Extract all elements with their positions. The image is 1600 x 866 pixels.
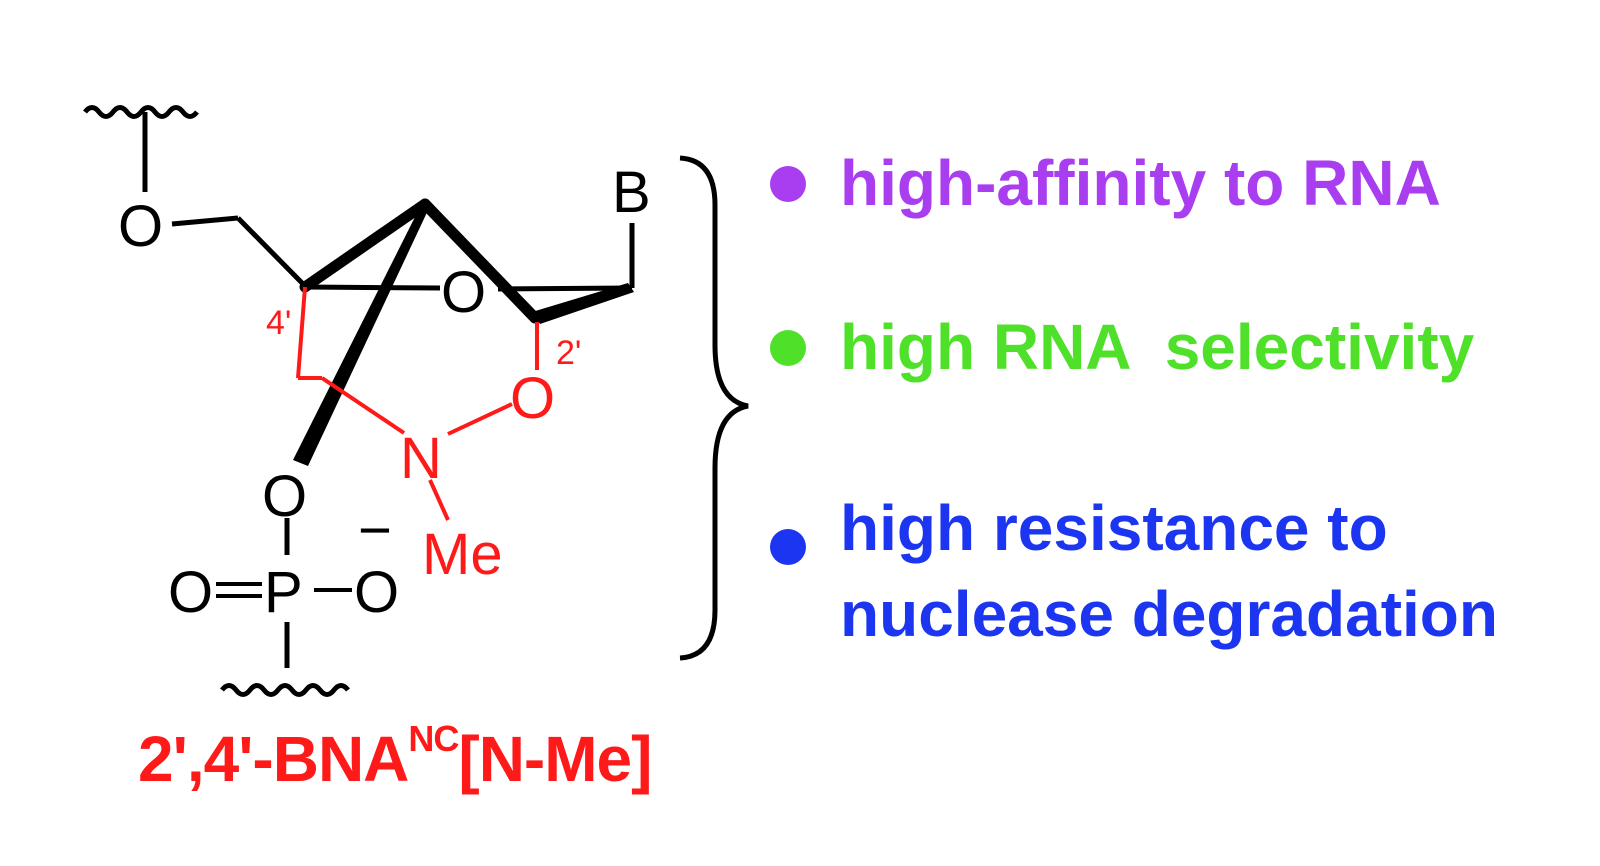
compound-name-main: 2',4'-BNA [138, 723, 409, 795]
position-2prime-label: 2' [556, 334, 581, 372]
n-me-bond [428, 479, 450, 521]
bullet-icon [770, 330, 806, 366]
c2-c1-wedge-bond [532, 283, 634, 324]
ch2-n-bond [320, 376, 406, 435]
feature-text-resistance-line1: high resistance to [840, 492, 1388, 564]
c4-oring-back-bond [304, 284, 441, 291]
position-4prime-label: 4' [266, 304, 291, 342]
ring-oxygen-label: O [441, 260, 486, 325]
compound-name-superscript: NC [408, 718, 459, 759]
methyl-label: Me [422, 522, 503, 587]
feature-text-selectivity: high RNA selectivity [840, 311, 1475, 383]
c4-c3-bold-bond [299, 198, 431, 293]
negative-charge-label: − [358, 498, 392, 563]
c5-c4-bond [236, 216, 307, 288]
oxygen-2prime-label: O [510, 366, 555, 431]
bullet-icon [770, 529, 806, 565]
bottom-wavy-bond [220, 683, 350, 697]
c4-bridge-bond [296, 286, 307, 379]
bullet-icon [770, 166, 806, 202]
phosphate-anion-oxygen-label: O [354, 560, 399, 625]
n-o2-bond [447, 402, 513, 436]
feature-text-resistance: high resistance to nuclease degradation [840, 485, 1498, 657]
feature-item-affinity: high-affinity to RNA [770, 140, 1441, 226]
c3-o3-wedge-bond [293, 203, 430, 466]
feature-text-resistance-line2: nuclease degradation [840, 578, 1498, 650]
feature-text-affinity: high-affinity to RNA [840, 147, 1441, 219]
compound-name: 2',4'-BNANC[N-Me] [138, 721, 652, 796]
phosphorus-label: P [264, 560, 303, 625]
oxygen-3prime-label: O [262, 464, 307, 529]
compound-name-suffix: [N-Me] [458, 723, 652, 795]
feature-list: high-affinity to RNA high RNA selectivit… [770, 0, 1570, 866]
top-wavy-bond [83, 105, 199, 119]
curly-brace [679, 155, 749, 661]
nitrogen-label: N [400, 426, 442, 491]
c3-c2-bold-bond [419, 198, 541, 324]
feature-item-selectivity: high RNA selectivity [770, 304, 1474, 390]
oxygen-5prime-label: O [118, 194, 163, 259]
base-label: B [612, 160, 651, 225]
o5-c5-bond [171, 215, 239, 227]
feature-item-resistance: high resistance to nuclease degradation [770, 485, 1498, 657]
phosphate-double-oxygen-label: O [168, 560, 213, 625]
oring-c1-back-bond [497, 285, 633, 292]
